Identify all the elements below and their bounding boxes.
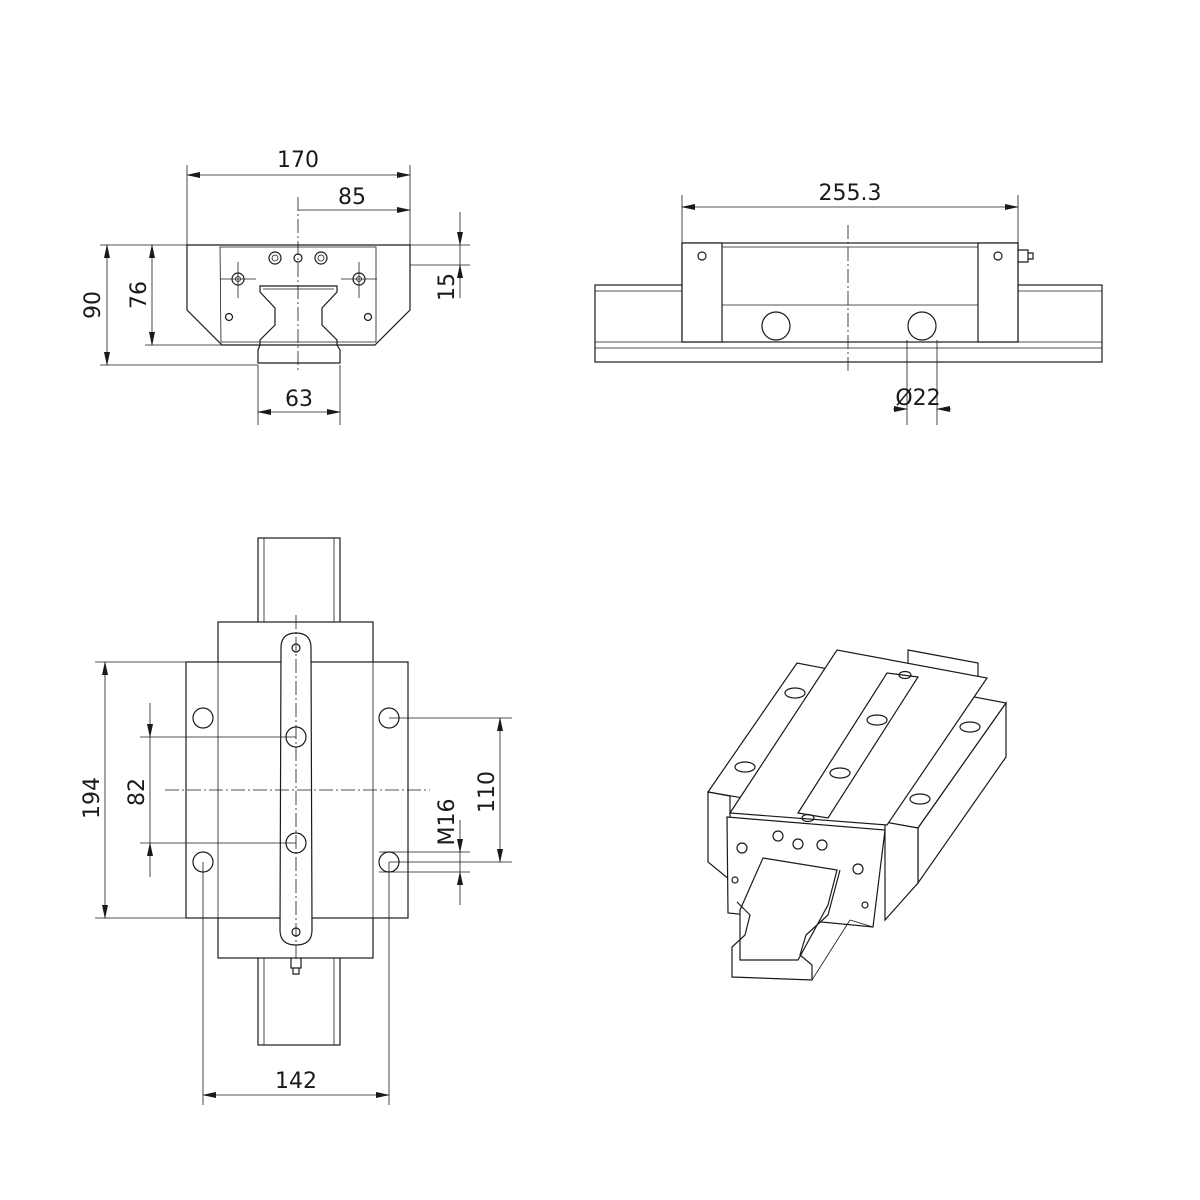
dim-label-85: 85: [338, 185, 366, 210]
plug-right-icon: [314, 251, 328, 265]
bolt-left: [224, 312, 234, 322]
plug-left-icon: [268, 251, 282, 265]
dim-label-110: 110: [475, 771, 500, 813]
rail-inner-edge: [222, 288, 375, 346]
rail-profile: [257, 285, 341, 364]
end-cap-right: [977, 242, 1019, 343]
dim-label-diameter-22: Ø22: [895, 386, 940, 411]
dim-label-90: 90: [81, 291, 106, 319]
dim-label-255-3: 255.3: [819, 181, 882, 206]
dim-label-m16: M16: [435, 799, 460, 846]
dim-label-82: 82: [125, 778, 150, 806]
grease-nipple-icon: [290, 958, 302, 975]
rail-top: [739, 857, 838, 961]
dim-label-142: 142: [275, 1069, 317, 1094]
hole-right: [907, 311, 937, 341]
carriage-body: [681, 242, 1019, 343]
cover-strip: [797, 672, 920, 819]
end-plate: [219, 246, 377, 343]
flange-front-right: [884, 821, 919, 922]
hole-left: [761, 311, 791, 341]
cover-strip: [279, 632, 313, 946]
isometric-view: [706, 649, 1008, 981]
end-cap-left: [681, 242, 723, 343]
dim-label-76: 76: [127, 281, 152, 309]
mounting-hole: [192, 707, 214, 729]
dim-label-194: 194: [80, 777, 105, 819]
bolt-right: [363, 312, 373, 322]
side-view: 255.3 Ø22: [594, 181, 1103, 425]
front-view: 170 85 90 76 15 63: [81, 148, 470, 425]
grease-nipple-icon: [1018, 249, 1034, 263]
dim-label-63: 63: [285, 387, 313, 412]
dim-label-15: 15: [435, 273, 460, 301]
dim-label-170: 170: [277, 148, 319, 173]
top-view: 194 82 110 M16 142: [80, 537, 512, 1105]
